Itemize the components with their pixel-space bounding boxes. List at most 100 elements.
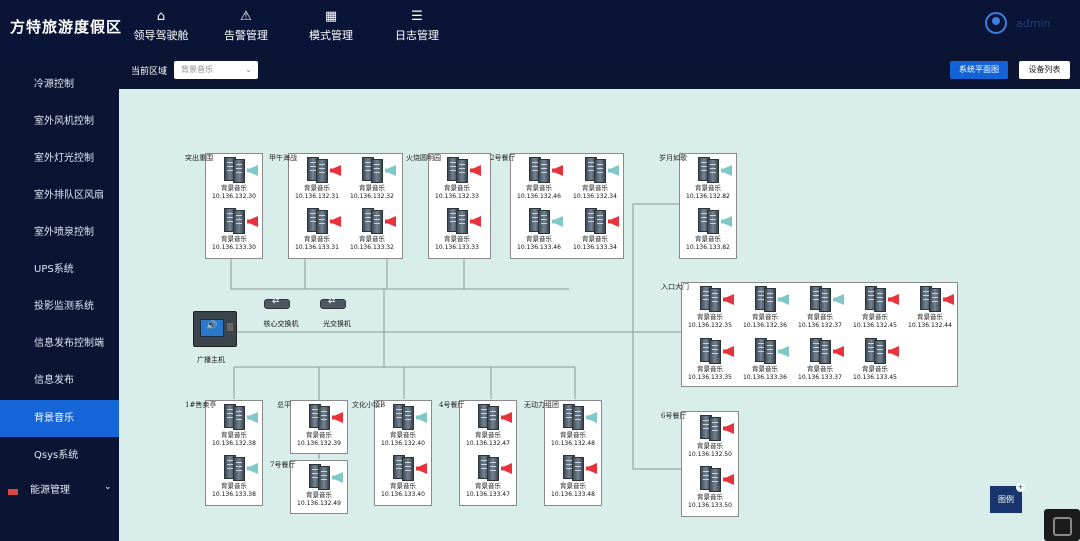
nav-log[interactable]: ☰ 日志管理 xyxy=(372,8,462,44)
server-icon xyxy=(538,159,550,183)
speaker-icon xyxy=(200,319,224,337)
device-ip: 10.136.133.33 xyxy=(435,244,479,251)
area-select-value: 背景音乐 xyxy=(181,65,213,74)
sidebar-item-queue-fan[interactable]: 室外排队区风扇 xyxy=(34,190,104,201)
speaker-alarm-icon xyxy=(416,463,428,474)
mode-icon: ▦ xyxy=(324,9,338,24)
sidebar-item-info-publish[interactable]: 信息发布 xyxy=(34,375,74,386)
broadcast-host[interactable] xyxy=(193,311,237,347)
optical-switch-label: 光交换机 xyxy=(323,320,351,328)
server-icon xyxy=(819,288,831,312)
sidebar-item-projection[interactable]: 投影监测系统 xyxy=(34,301,94,312)
sidebar-item-cooling[interactable]: 冷源控制 xyxy=(34,79,74,90)
assistant-widget-icon[interactable] xyxy=(1044,509,1080,541)
user-name[interactable]: admin xyxy=(1016,17,1051,30)
chevron-down-icon: ⌄ xyxy=(104,484,112,492)
device-name: 背景音乐 xyxy=(221,235,247,243)
speaker-alarm-icon xyxy=(470,216,482,227)
device-name: 背景音乐 xyxy=(304,235,330,243)
user-avatar-icon[interactable] xyxy=(985,12,1007,34)
device-ip: 10.136.133.48 xyxy=(551,491,595,498)
system-plan-button[interactable]: 系统平面图 xyxy=(950,61,1008,79)
server-icon xyxy=(233,457,245,481)
plus-icon[interactable]: + xyxy=(1016,483,1025,492)
zone-label: 入口大门 xyxy=(661,283,689,291)
speaker-alarm-icon xyxy=(552,165,564,176)
speaker-icon xyxy=(778,294,790,305)
device-list-button[interactable]: 设备列表 xyxy=(1019,61,1070,79)
topology-canvas: 广播主机 核心交换机 光交换机 突出重围 甲午海战 火烧圆明园 2号餐厅 岁月如… xyxy=(119,89,1080,541)
sidebar-item-energy[interactable]: 能源管理 ⌄ xyxy=(0,484,119,498)
nav-alarm[interactable]: ⚠ 告警管理 xyxy=(201,8,291,44)
device-ip: 10.136.133.50 xyxy=(688,502,732,509)
sidebar-item-outdoor-fan[interactable]: 室外风机控制 xyxy=(34,116,94,127)
zone-label: 甲午海战 xyxy=(269,154,297,162)
sidebar-item-qsys[interactable]: Qsys系统 xyxy=(34,450,79,461)
sidebar-item-info-control[interactable]: 信息发布控制端 xyxy=(34,338,104,349)
device-name: 背景音乐 xyxy=(807,365,833,373)
device-name: 背景音乐 xyxy=(475,482,501,490)
core-switch[interactable]: 核心交换机 xyxy=(264,295,299,328)
device-name: 背景音乐 xyxy=(475,431,501,439)
device-name: 背景音乐 xyxy=(695,235,721,243)
server-icon xyxy=(874,288,886,312)
speaker-icon xyxy=(247,165,259,176)
server-icon xyxy=(371,159,383,183)
sidebar-item-fountain[interactable]: 室外喷泉控制 xyxy=(34,227,94,238)
top-navigation-bar: 方特旅游度假区 ⌂ 领导驾驶舱 ⚠ 告警管理 ▦ 模式管理 ☰ 日志管理 adm… xyxy=(0,0,1080,50)
speaker-alarm-icon xyxy=(723,294,735,305)
device-name: 背景音乐 xyxy=(306,491,332,499)
device-ip: 10.136.132.38 xyxy=(212,440,256,447)
nav-mode[interactable]: ▦ 模式管理 xyxy=(286,8,376,44)
device-ip: 10.136.132.50 xyxy=(688,451,732,458)
device-ip: 10.136.132.48 xyxy=(551,440,595,447)
nav-dashboard[interactable]: ⌂ 领导驾驶舱 xyxy=(116,8,206,44)
sidebar-item-ups[interactable]: UPS系统 xyxy=(34,264,74,275)
optical-switch[interactable]: 光交换机 xyxy=(320,295,351,328)
device-name: 背景音乐 xyxy=(697,442,723,450)
server-icon xyxy=(572,457,584,481)
device-ip: 10.136.133.34 xyxy=(573,244,617,251)
zone-label: 7号餐厅 xyxy=(270,461,296,469)
area-select[interactable]: 背景音乐 ⌄ xyxy=(174,61,258,79)
sidebar-item-background-music[interactable]: 背景音乐 xyxy=(0,400,119,437)
switch-icon xyxy=(264,296,290,309)
server-icon xyxy=(929,288,941,312)
sidebar-item-outdoor-light[interactable]: 室外灯光控制 xyxy=(34,153,94,164)
